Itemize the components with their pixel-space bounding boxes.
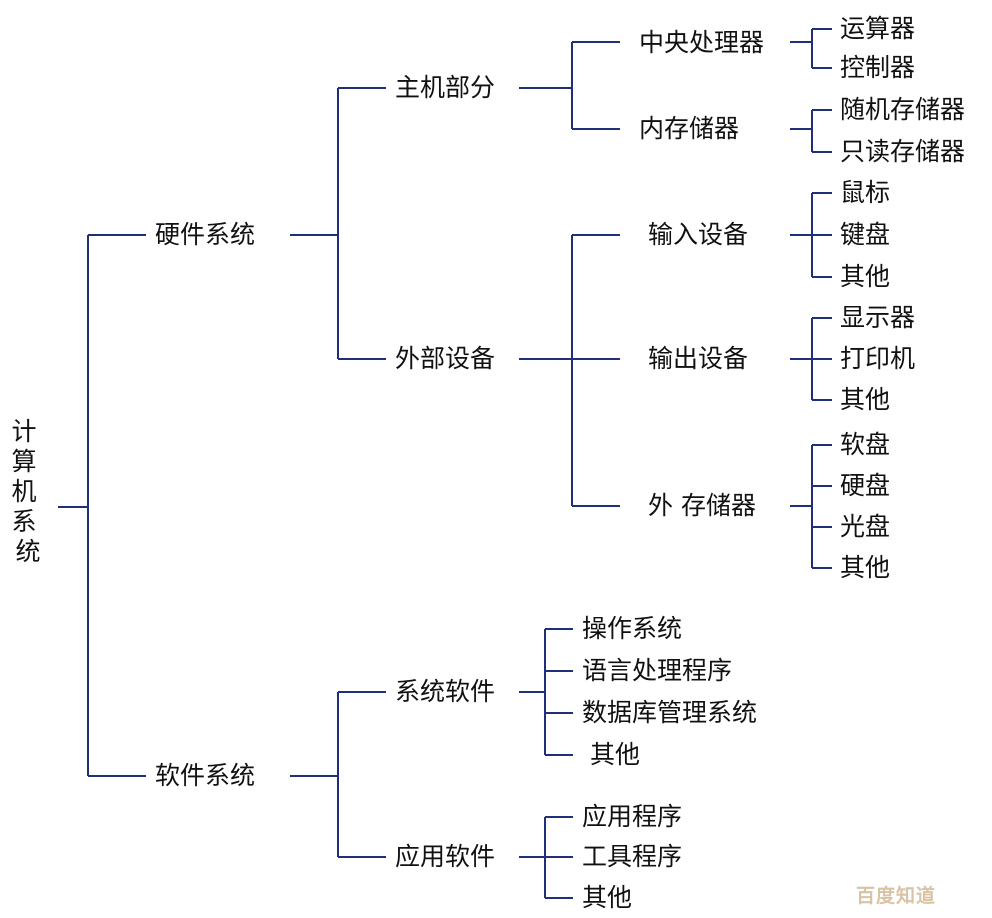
leaf-app-other[interactable]: 其他 (582, 883, 632, 912)
leaf-output-other[interactable]: 其他 (840, 385, 890, 414)
leaf-controller[interactable]: 控制器 (840, 53, 915, 82)
software-connector-group (290, 691, 386, 858)
node-external-device[interactable]: 外部设备 (395, 344, 495, 373)
external-device-connector-group (519, 234, 620, 507)
leaf-harddisk[interactable]: 硬盘 (840, 471, 890, 500)
leaf-app-program[interactable]: 应用程序 (582, 802, 682, 831)
hardware-connector-group (290, 87, 386, 360)
leaf-floppy[interactable]: 软盘 (840, 430, 890, 459)
root-label: 计 算 机 系 统 (12, 417, 45, 566)
node-memory[interactable]: 内存储器 (639, 114, 739, 143)
node-host-part[interactable]: 主机部分 (395, 73, 495, 102)
application-software-connector-group (519, 816, 573, 899)
leaf-ram[interactable]: 随机存储器 (840, 95, 965, 124)
node-cpu[interactable]: 中央处理器 (639, 28, 764, 57)
leaf-rom[interactable]: 只读存储器 (840, 137, 965, 166)
leaf-os[interactable]: 操作系统 (582, 614, 682, 643)
leaf-sys-other[interactable]: 其他 (590, 740, 640, 769)
leaf-mouse[interactable]: 鼠标 (840, 178, 890, 207)
baidu-zhidao-watermark: 百度知道 (856, 884, 936, 907)
leaf-cd[interactable]: 光盘 (840, 512, 890, 541)
leaf-storage-other[interactable]: 其他 (840, 553, 890, 582)
node-hardware-system[interactable]: 硬件系统 (155, 220, 255, 249)
leaf-printer[interactable]: 打印机 (840, 344, 915, 373)
node-software-system[interactable]: 软件系统 (155, 761, 255, 790)
input-device-connector-group (790, 192, 832, 278)
node-system-software[interactable]: 系统软件 (395, 677, 495, 706)
node-input-device[interactable]: 输入设备 (648, 220, 748, 249)
leaf-keyboard[interactable]: 键盘 (840, 220, 890, 249)
leaf-input-other[interactable]: 其他 (840, 262, 890, 291)
node-output-device[interactable]: 输出设备 (648, 344, 748, 373)
output-device-connector-group (790, 317, 832, 401)
leaf-monitor[interactable]: 显示器 (840, 303, 915, 332)
leaf-language-processor[interactable]: 语言处理程序 (582, 656, 732, 685)
leaf-dbms[interactable]: 数据库管理系统 (582, 698, 757, 727)
root-node[interactable]: 计 算 机 系 统 (12, 417, 45, 566)
leaf-alu[interactable]: 运算器 (840, 14, 915, 43)
cpu-connector-group (790, 28, 832, 69)
system-software-connector-group (519, 628, 573, 756)
storage-device-connector-group (790, 444, 832, 569)
host-part-connector-group (519, 41, 620, 130)
node-application-software[interactable]: 应用软件 (395, 842, 495, 871)
memory-connector-group (790, 109, 832, 153)
root-connector-group (58, 234, 146, 777)
node-storage-device[interactable]: 外 存储器 (648, 491, 756, 520)
leaf-tool-program[interactable]: 工具程序 (582, 842, 682, 871)
